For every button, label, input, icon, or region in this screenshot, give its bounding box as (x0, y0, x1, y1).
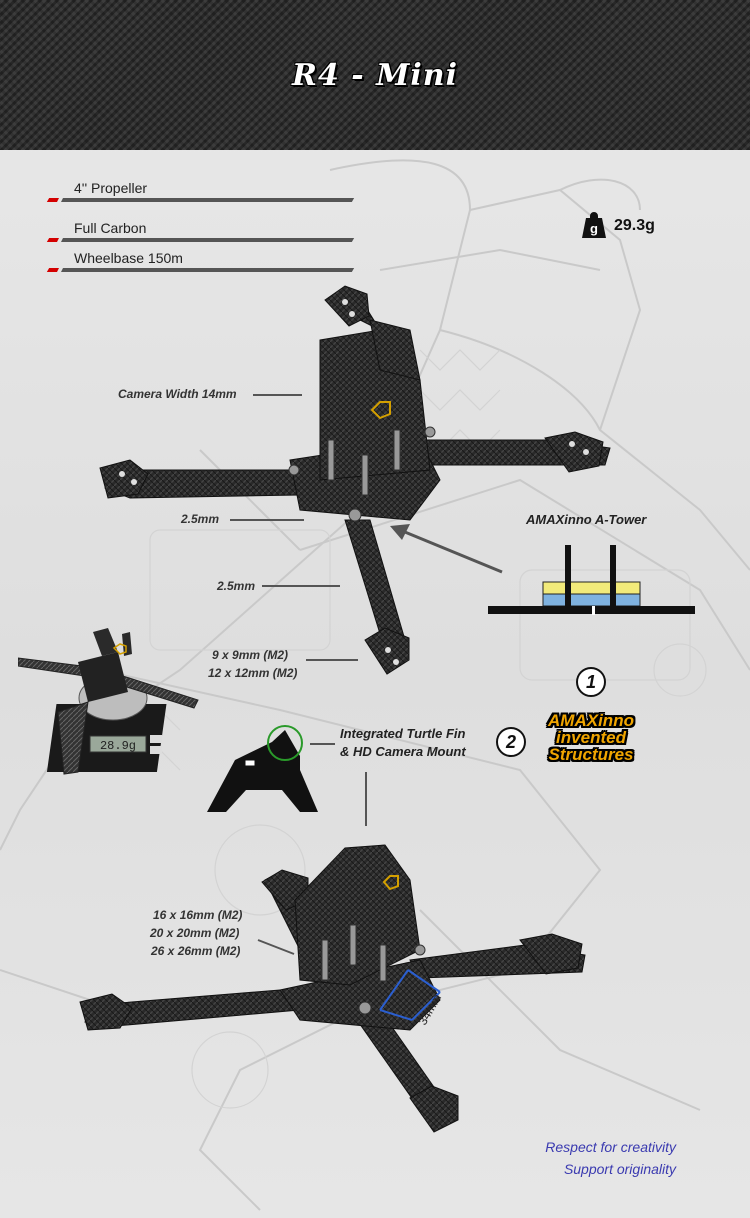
tower-arrow (399, 528, 503, 574)
spec-label: Wheelbase 150m (74, 250, 183, 266)
invented-structures-logo: AMAXinno invented Structures (536, 712, 646, 763)
callout-turtle-fin-1: Integrated Turtle Fin (340, 726, 466, 741)
dimension-bracket (379, 969, 441, 1021)
callout-mount-big-1: 16 x 16mm (M2) (153, 908, 243, 922)
callout-mount-small-1: 9 x 9mm (M2) (212, 648, 289, 662)
spec-label: 4'' Propeller (74, 180, 148, 196)
footer-slogan: Respect for creativity Support originali… (480, 1136, 676, 1180)
badge-number-one: 1 (576, 667, 606, 697)
badge-number-two: 2 (496, 727, 526, 757)
tower-arrow-head (390, 524, 410, 540)
callout-camera-width: Camera Width 14mm (118, 387, 237, 401)
invented-line-3: Structures (548, 745, 634, 764)
footer-line-2: Support originality (563, 1161, 676, 1177)
spec-label: Full Carbon (74, 220, 147, 236)
callout-mount-small-2: 12 x 12mm (M2) (208, 666, 298, 680)
callout-turtle-fin-2: & HD Camera Mount (340, 744, 466, 759)
callout-a-tower: AMAXinno A-Tower (526, 512, 647, 527)
turtle-fin-diagram (207, 725, 318, 812)
scale-display: 28.9g (100, 739, 136, 753)
callout-plate-thickness-2: 2.5mm (217, 579, 256, 593)
callout-line (257, 939, 295, 955)
callout-plate-thickness-1: 2.5mm (181, 512, 220, 526)
drone-top-view (99, 285, 611, 675)
scale-photo: 28.9g (18, 628, 199, 775)
invented-line-2: invented (556, 728, 626, 747)
weight-value: 29.3g (614, 217, 655, 234)
callout-mount-big-2: 20 x 20mm (M2) (150, 926, 240, 940)
a-tower-diagram (488, 545, 695, 615)
weight-icon-glyph: g (590, 221, 598, 236)
drone-bottom-view (79, 844, 586, 1133)
turtle-fin-highlight (267, 725, 303, 761)
footer-line-1: Respect for creativity (545, 1139, 676, 1155)
invented-line-1: AMAXinno (548, 711, 634, 730)
carbon-header: R4 - Mini (0, 0, 750, 150)
callout-mount-big-3: 26 x 26mm (M2) (151, 944, 241, 958)
page-title: R4 - Mini (292, 58, 458, 93)
weight-icon: g (582, 212, 606, 238)
weight-badge: g 29.3g (580, 212, 655, 240)
